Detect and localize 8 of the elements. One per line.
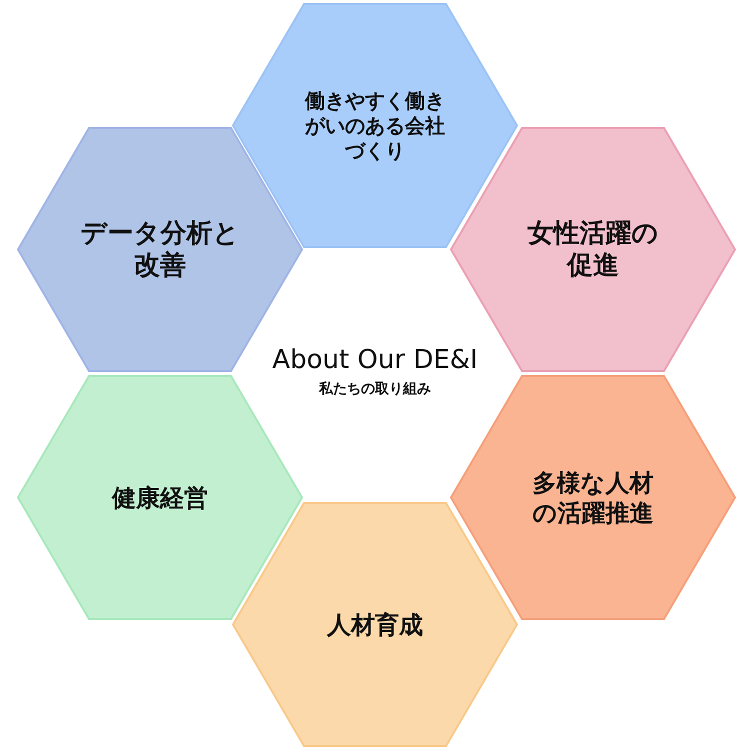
center-heading: About Our DE&I <box>272 345 478 375</box>
hexagon-label: 女性活躍の促進 <box>526 217 660 282</box>
hexagon-label: データ分析と改善 <box>80 217 240 282</box>
hexagon-label: 健康経営 <box>110 482 209 512</box>
hexagon-label: 人材育成 <box>326 610 424 640</box>
center-subheading: 私たちの取り組み <box>319 380 431 398</box>
hexagon-label: 多様な人材の活躍推進 <box>532 468 654 528</box>
hexagon-label: 働きやすく働きがいのある会社づくり <box>304 88 446 163</box>
